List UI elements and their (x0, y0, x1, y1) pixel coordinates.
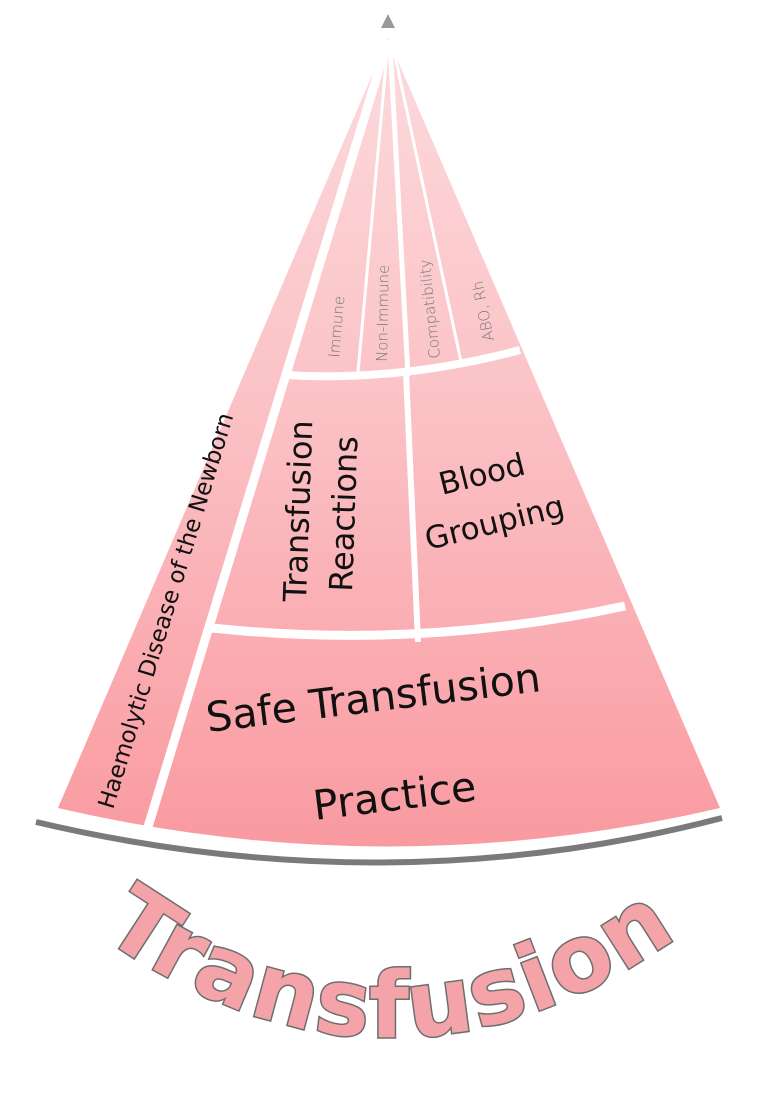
segment-reactions-line2: Reactions (322, 435, 365, 592)
cone-body (58, 38, 720, 847)
apex-tip (381, 14, 395, 28)
segment-immune-label: Immune (325, 295, 348, 358)
divider-lines (139, 38, 626, 842)
segment-non-immune-label: Non-Immune (373, 265, 393, 363)
segment-reactions-line1: Transfusion (276, 420, 320, 604)
base-arc (35, 815, 723, 866)
diagram-title: Transfusion (89, 865, 692, 1060)
diagram-title-text: Transfusion (87, 863, 691, 1061)
